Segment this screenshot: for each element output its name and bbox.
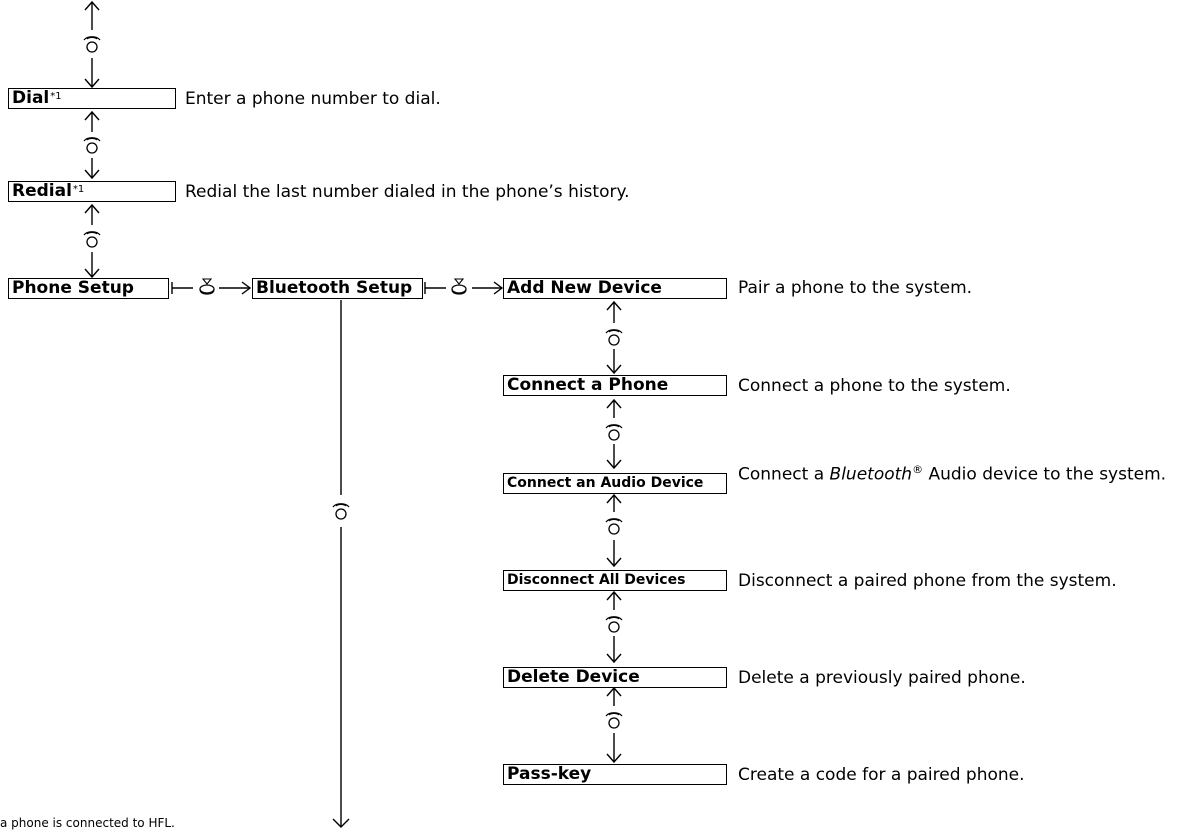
pass-key-description: Create a code for a paired phone. <box>738 765 1025 785</box>
delete-device-description: Delete a previously paired phone. <box>738 668 1026 688</box>
interface-dial-rotate-icon <box>605 616 623 633</box>
footnote-marker: *1 <box>50 91 62 102</box>
menu-item-dial-label: Dial <box>12 88 50 108</box>
menu-item-add-new-device-label: Add New Device <box>507 278 662 298</box>
registered-mark: ® <box>912 463 924 476</box>
connect-audio-desc-text-1: Connect a <box>738 464 830 485</box>
menu-item-redial-label: Redial <box>12 181 72 201</box>
footnote-text: a phone is connected to HFL. <box>0 816 175 830</box>
menu-item-dial: Dial*1 <box>8 88 176 109</box>
interface-dial-rotate-icon <box>83 137 101 154</box>
interface-dial-rotate-icon <box>83 36 101 53</box>
menu-item-connect-an-audio-device: Connect an Audio Device <box>503 473 727 494</box>
phone-setup-to-bluetooth-setup-connector <box>171 281 252 295</box>
disconnect-all-devices-description: Disconnect a paired phone from the syste… <box>738 571 1117 591</box>
menu-item-redial: Redial*1 <box>8 181 176 202</box>
menu-item-pass-key-label: Pass-key <box>507 764 592 784</box>
connect-audio-device-description: Connect a Bluetooth® Audio device to the… <box>738 461 1178 484</box>
connect-audio-desc-text-2: Audio device to the system. <box>923 464 1167 485</box>
interface-dial-rotate-icon <box>605 329 623 346</box>
interface-dial-rotate-icon <box>605 712 623 729</box>
add-new-device-description: Pair a phone to the system. <box>738 278 973 298</box>
menu-item-phone-setup-label: Phone Setup <box>12 278 134 298</box>
menu-item-connect-a-phone-label: Connect a Phone <box>507 375 669 395</box>
menu-item-delete-device: Delete Device <box>503 667 727 688</box>
menu-item-connect-an-audio-device-label: Connect an Audio Device <box>507 475 704 491</box>
menu-item-add-new-device: Add New Device <box>503 278 727 299</box>
interface-dial-press-icon <box>199 278 215 295</box>
menu-item-bluetooth-setup: Bluetooth Setup <box>252 278 423 299</box>
menu-item-disconnect-all-devices-label: Disconnect All Devices <box>507 572 686 588</box>
left-column-connector <box>84 0 100 279</box>
menu-item-disconnect-all-devices: Disconnect All Devices <box>503 570 727 591</box>
interface-dial-rotate-icon <box>605 424 623 441</box>
bluetooth-setup-vertical-connector <box>332 300 350 828</box>
menu-item-pass-key: Pass-key <box>503 764 727 785</box>
redial-description: Redial the last number dialed in the pho… <box>185 182 630 202</box>
interface-dial-press-icon <box>451 278 467 295</box>
connect-a-phone-description: Connect a phone to the system. <box>738 376 1011 396</box>
interface-dial-rotate-icon <box>83 231 101 248</box>
menu-item-connect-a-phone: Connect a Phone <box>503 375 727 396</box>
device-column-connector <box>606 300 622 764</box>
menu-item-bluetooth-setup-label: Bluetooth Setup <box>256 278 413 298</box>
interface-dial-rotate-icon <box>605 518 623 535</box>
bluetooth-brand-text: Bluetooth <box>829 464 913 485</box>
bluetooth-setup-to-add-device-connector <box>424 281 504 295</box>
footnote-marker: *1 <box>72 184 85 195</box>
interface-dial-rotate-icon <box>332 503 350 520</box>
menu-item-delete-device-label: Delete Device <box>507 667 640 687</box>
menu-item-phone-setup: Phone Setup <box>8 278 169 299</box>
dial-description: Enter a phone number to dial. <box>185 89 441 109</box>
